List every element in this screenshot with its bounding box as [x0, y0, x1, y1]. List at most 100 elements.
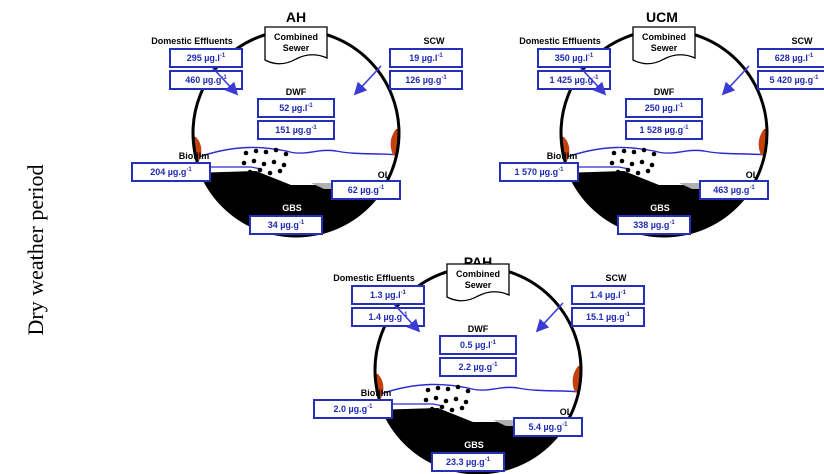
domestic-conc-box: 1.3 µg.l-1 — [351, 285, 425, 305]
dwf-conc-box-unit: µg.l — [662, 103, 678, 113]
scw-label: SCW — [424, 36, 446, 46]
dwf-conc-box-exponent: -1 — [307, 103, 313, 109]
domestic-conc-box-exponent: -1 — [220, 53, 226, 59]
suspended-particle — [611, 150, 617, 156]
side-label: Dry weather period — [23, 164, 48, 335]
biofilm-mass-box-number: 204 — [150, 167, 165, 177]
ol-mass-box-text: 5.4 µg.g-1 — [528, 422, 568, 432]
gbs-mass-box-text: 34 µg.g-1 — [268, 220, 305, 230]
combined-sewer-label-2: Sewer — [651, 43, 678, 53]
scw-mass-box: 126 µg.g-1 — [389, 70, 463, 90]
dwf-mass-box-frame — [257, 120, 335, 140]
domestic-conc-box: 295 µg.l-1 — [169, 48, 243, 68]
biofilm-mass-box-text: 2.0 µg.g-1 — [333, 404, 373, 414]
scw-mass-box-text: 5 420 µg.g-1 — [769, 75, 819, 85]
suspended-particle — [435, 385, 441, 391]
dwf-conc-box-frame — [439, 335, 517, 355]
gbs-sediment — [375, 408, 581, 473]
panel-title: AH — [286, 9, 306, 25]
domestic-mass-box-exponent: -1 — [593, 75, 599, 81]
biofilm-mass-box-frame — [313, 399, 393, 419]
domestic-mass-box-exponent: -1 — [221, 75, 227, 81]
scw-mass-box-unit: µg.g — [606, 312, 625, 322]
ol-mass-box-number: 463 — [713, 185, 728, 195]
biofilm-mass-box-text: 1 570 µg.g-1 — [514, 167, 564, 177]
domestic-effluents-label: Domestic Effluents — [151, 36, 233, 46]
domestic-conc-box-frame — [351, 285, 425, 305]
suspended-particle — [283, 151, 289, 157]
dwf-conc-box-exponent: -1 — [491, 340, 497, 346]
gbs-label: GBS — [650, 203, 670, 213]
biofilm-mass-box: 2.0 µg.g-1 — [313, 399, 393, 419]
scw-label: SCW — [606, 273, 628, 283]
dwf-conc-box-number: 0.5 — [460, 340, 473, 350]
ol-mass-box-unit: µg.g — [544, 422, 563, 432]
gbs-mass-box-frame — [431, 452, 505, 472]
gbs-mass-box-exponent: -1 — [299, 220, 305, 226]
suspended-particle — [267, 170, 273, 176]
ol-label: OL — [378, 170, 391, 180]
dwf-conc-box-unit: µg.l — [292, 103, 308, 113]
combined-sewer-note — [264, 26, 328, 65]
dwf-label: DWF — [654, 87, 675, 97]
scw-conc-box-number: 19 — [409, 53, 419, 63]
gbs-mass-box-number: 338 — [633, 220, 648, 230]
scw-label: SCW — [792, 36, 814, 46]
gbs-mass-box: 338 µg.g-1 — [617, 215, 691, 235]
domestic-conc-box: 350 µg.l-1 — [537, 48, 611, 68]
dwf-label: DWF — [286, 87, 307, 97]
scw-mass-box-frame — [757, 70, 824, 90]
suspended-particle — [649, 162, 655, 168]
biofilm-mass-box-frame — [499, 162, 579, 182]
ol-mass-box-number: 5.4 — [528, 422, 541, 432]
biofilm-mass-box-unit: µg.g — [349, 404, 368, 414]
scw-mass-box-number: 126 — [405, 75, 420, 85]
scw-mass-box-frame — [571, 307, 645, 327]
scw-conc-box: 19 µg.l-1 — [389, 48, 463, 68]
scw-conc-box-text: 19 µg.l-1 — [409, 53, 443, 63]
biofilm-mass-box-unit: µg.g — [168, 167, 187, 177]
panel-title: UCM — [646, 9, 678, 25]
domestic-mass-box-number: 1 425 — [549, 75, 572, 85]
suspended-particle — [453, 396, 459, 402]
biofilm-mass-box-exponent: -1 — [558, 167, 564, 173]
ol-mass-box: 463 µg.g-1 — [699, 180, 769, 200]
scw-conc-box: 1.4 µg.l-1 — [571, 285, 645, 305]
gbs-mass-box-number: 34 — [268, 220, 278, 230]
domestic-mass-box: 1.4 µg.g-1 — [351, 307, 425, 327]
scw-conc-box: 628 µg.l-1 — [757, 48, 824, 68]
suspended-particle — [439, 404, 445, 410]
suspended-particle — [631, 149, 637, 155]
scw-mass-box-text: 15.1 µg.g-1 — [586, 312, 631, 322]
domestic-inflow-arrow — [392, 302, 421, 333]
biofilm-mass-box: 1 570 µg.g-1 — [499, 162, 579, 182]
ol-mass-box-exponent: -1 — [749, 185, 755, 191]
dwf-conc-box-frame — [257, 98, 335, 118]
combined-sewer-note — [632, 26, 696, 65]
scw-inflow-arrow — [535, 302, 564, 333]
scw-conc-box-unit: µg.l — [422, 53, 438, 63]
domestic-conc-box-text: 295 µg.l-1 — [187, 53, 226, 63]
domestic-conc-box-number: 350 — [555, 53, 570, 63]
domestic-conc-box-unit: µg.l — [385, 290, 401, 300]
scw-inflow-arrow — [353, 65, 382, 96]
suspended-particle — [257, 167, 263, 173]
domestic-inflow-arrow — [578, 65, 607, 96]
gbs-mass-box-unit: µg.g — [466, 457, 485, 467]
suspended-particle — [423, 397, 429, 403]
combined-sewer-label-1: Combined — [456, 269, 500, 279]
scw-mass-box-number: 15.1 — [586, 312, 604, 322]
gbs-mass-box-text: 23.3 µg.g-1 — [446, 457, 491, 467]
flow-bottom-line — [193, 166, 262, 170]
domestic-mass-box: 1 425 µg.g-1 — [537, 70, 611, 90]
suspended-particle — [645, 168, 651, 174]
dwf-mass-box-frame — [439, 357, 517, 377]
ol-label: OL — [746, 170, 759, 180]
scw-conc-box-exponent: -1 — [621, 290, 627, 296]
dwf-mass-box-unit: µg.g — [474, 362, 493, 372]
domestic-mass-box-unit: µg.g — [384, 312, 403, 322]
scw-mass-box: 5 420 µg.g-1 — [757, 70, 824, 90]
scw-conc-box-exponent: -1 — [808, 53, 814, 59]
